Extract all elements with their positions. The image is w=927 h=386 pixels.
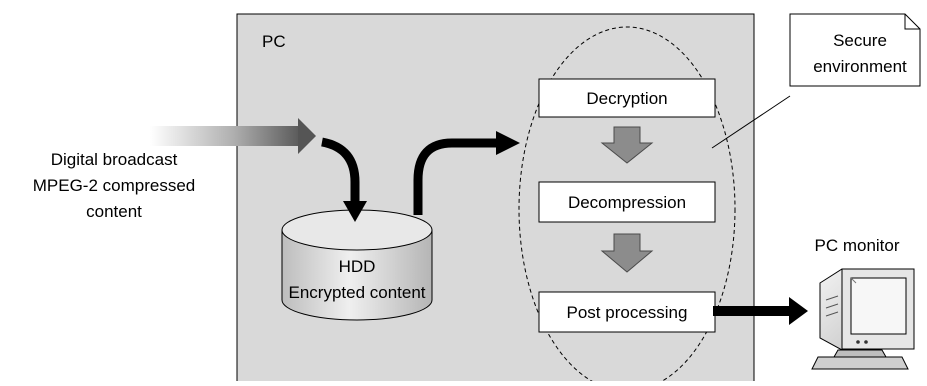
decryption-label: Decryption [586, 89, 667, 108]
arrow-out-of-hdd [413, 131, 520, 215]
input-label-line1: Digital broadcast [51, 150, 178, 169]
input-label-line2: MPEG-2 compressed [33, 176, 196, 195]
decompression-label: Decompression [568, 193, 686, 212]
monitor-label: PC monitor [814, 236, 899, 255]
post-processing-box [538, 291, 716, 333]
secure-callout-line2: environment [813, 57, 907, 76]
post-processing-label: Post processing [567, 303, 688, 322]
decryption-box [538, 78, 716, 118]
secure-callout-line1: Secure [833, 31, 887, 50]
secure-environment-ellipse [518, 26, 736, 386]
pc-label: PC [262, 32, 286, 51]
monitor-icon [811, 268, 915, 370]
hdd-label-line2: Encrypted content [288, 283, 425, 302]
hdd-label-line1: HDD [339, 257, 376, 276]
secure-callout [711, 13, 921, 149]
arrow-into-hdd [320, 137, 367, 222]
arrow-to-monitor [713, 297, 808, 325]
gray-down-arrow-1 [600, 126, 654, 164]
gray-down-arrow-2 [600, 233, 654, 273]
input-arrow [150, 118, 316, 154]
input-label-line3: content [86, 202, 142, 221]
decompression-box [538, 181, 716, 223]
hdd-cylinder [281, 209, 433, 321]
